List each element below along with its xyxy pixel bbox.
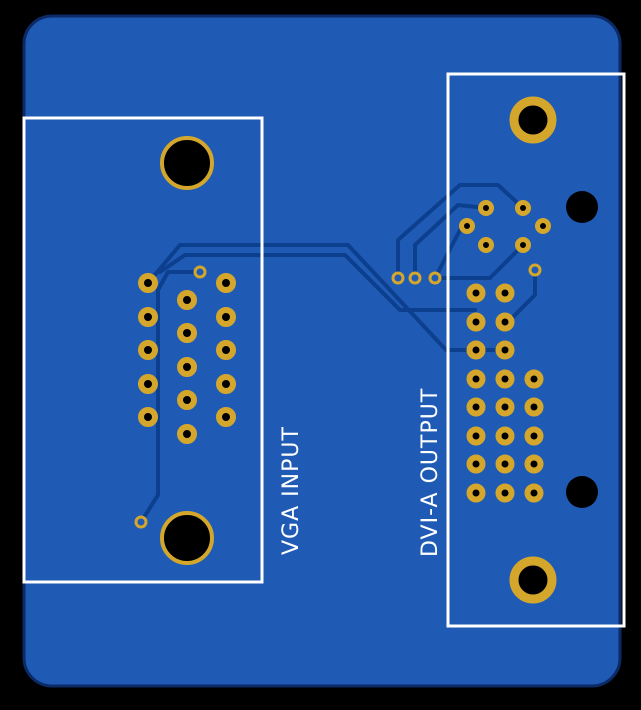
- pad: [515, 237, 531, 253]
- dvi-connector-icon: [459, 200, 551, 503]
- pad: [524, 426, 544, 446]
- pad: [535, 218, 551, 234]
- pad: [466, 312, 486, 332]
- pad: [524, 397, 544, 417]
- pad: [495, 340, 515, 360]
- pad: [138, 374, 158, 394]
- pad: [466, 426, 486, 446]
- pad: [495, 283, 515, 303]
- via: [408, 271, 422, 285]
- pad: [466, 283, 486, 303]
- pad: [177, 323, 197, 343]
- pad: [177, 390, 197, 410]
- copper-traces: [139, 183, 537, 524]
- pad: [177, 357, 197, 377]
- pad: [216, 407, 236, 427]
- via: [528, 263, 542, 277]
- dvi-mounting-holes: [509, 96, 598, 604]
- pad: [177, 290, 197, 310]
- pad: [524, 369, 544, 389]
- pad: [478, 200, 494, 216]
- via: [193, 265, 207, 279]
- pad: [466, 369, 486, 389]
- pad: [216, 374, 236, 394]
- pad: [459, 218, 475, 234]
- mounting-hole: [509, 556, 557, 604]
- pad: [466, 483, 486, 503]
- pad: [138, 340, 158, 360]
- via: [391, 271, 405, 285]
- pad: [216, 340, 236, 360]
- pad: [478, 237, 494, 253]
- pad: [466, 340, 486, 360]
- pad: [466, 397, 486, 417]
- trace: [146, 243, 507, 352]
- via: [428, 271, 442, 285]
- unplated-hole: [566, 476, 598, 508]
- pad: [524, 454, 544, 474]
- pad: [495, 454, 515, 474]
- pad: [524, 483, 544, 503]
- pad: [515, 200, 531, 216]
- vga-connector-icon: [138, 273, 236, 444]
- mounting-hole: [509, 96, 557, 144]
- pad: [177, 424, 197, 444]
- pad: [495, 369, 515, 389]
- dvi-connector-outline: [446, 72, 626, 628]
- pad: [495, 426, 515, 446]
- pad: [216, 273, 236, 293]
- pad: [495, 397, 515, 417]
- pad: [138, 273, 158, 293]
- vga-input-label: VGA INPUT: [279, 426, 304, 555]
- pad: [138, 307, 158, 327]
- trace: [503, 268, 537, 327]
- dvi-output-label: DVI-A OUTPUT: [418, 388, 443, 557]
- trace: [433, 243, 525, 280]
- pad: [495, 312, 515, 332]
- vga-connector-outline: [22, 116, 264, 584]
- pad: [138, 407, 158, 427]
- trace: [158, 253, 477, 312]
- trace: [413, 203, 488, 280]
- vga-mounting-holes: [160, 136, 214, 565]
- pad: [216, 307, 236, 327]
- trace: [396, 183, 525, 280]
- mounting-hole: [160, 511, 214, 565]
- pad: [495, 483, 515, 503]
- trace: [139, 270, 202, 524]
- pad: [466, 454, 486, 474]
- via: [134, 515, 148, 529]
- vias: [134, 263, 542, 529]
- unplated-hole: [566, 191, 598, 223]
- mounting-hole: [160, 136, 214, 190]
